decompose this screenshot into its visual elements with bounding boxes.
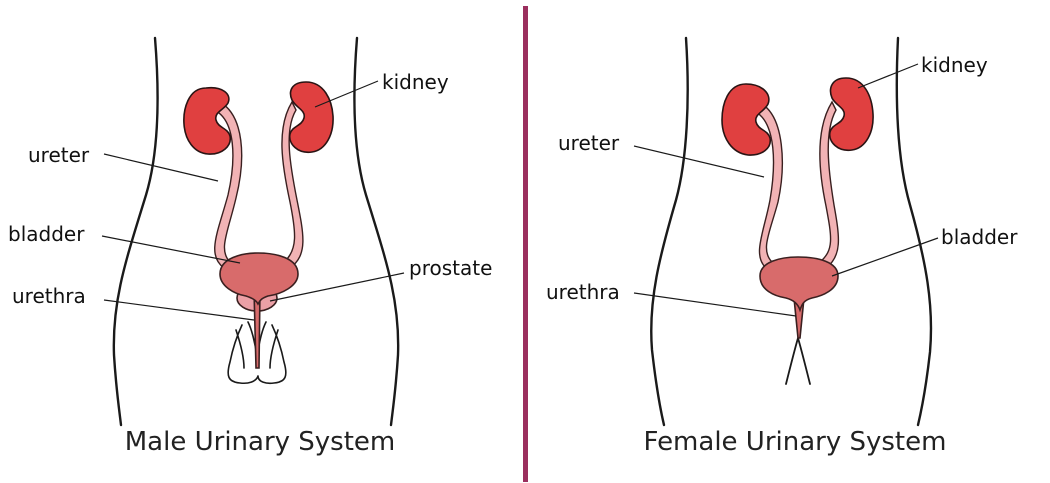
male-leader-ureter (104, 154, 218, 181)
male-leader-urethra (104, 300, 254, 320)
male-kidney-right (290, 82, 333, 152)
male-kidney-left (184, 88, 230, 154)
panel-divider (523, 6, 528, 482)
male-caption: Male Urinary System (125, 427, 396, 457)
female-kidney-left (722, 84, 770, 155)
male-bladder (220, 253, 298, 304)
male-label-kidney: kidney (382, 70, 449, 94)
female-body-outline-right (897, 38, 931, 425)
male-label-prostate: prostate (409, 256, 492, 280)
male-panel: kidney ureter bladder urethra prostate M… (8, 38, 492, 457)
female-leader-kidney (858, 64, 918, 88)
female-body-outline-left (651, 38, 687, 425)
male-label-bladder: bladder (8, 222, 85, 246)
female-label-urethra: urethra (546, 280, 620, 304)
male-body-outline-right (354, 38, 398, 425)
male-label-urethra: urethra (12, 284, 86, 308)
female-caption: Female Urinary System (644, 427, 947, 457)
female-label-kidney: kidney (921, 53, 988, 77)
female-label-ureter: ureter (558, 131, 620, 155)
male-body-outline-left (114, 38, 158, 425)
female-panel: kidney ureter bladder urethra Female Uri… (546, 38, 1018, 457)
male-label-ureter: ureter (28, 143, 90, 167)
female-legs-outline (786, 338, 810, 384)
female-bladder (760, 257, 838, 310)
female-kidney-right (830, 78, 873, 150)
female-label-bladder: bladder (941, 225, 1018, 249)
female-leader-urethra (634, 293, 796, 316)
